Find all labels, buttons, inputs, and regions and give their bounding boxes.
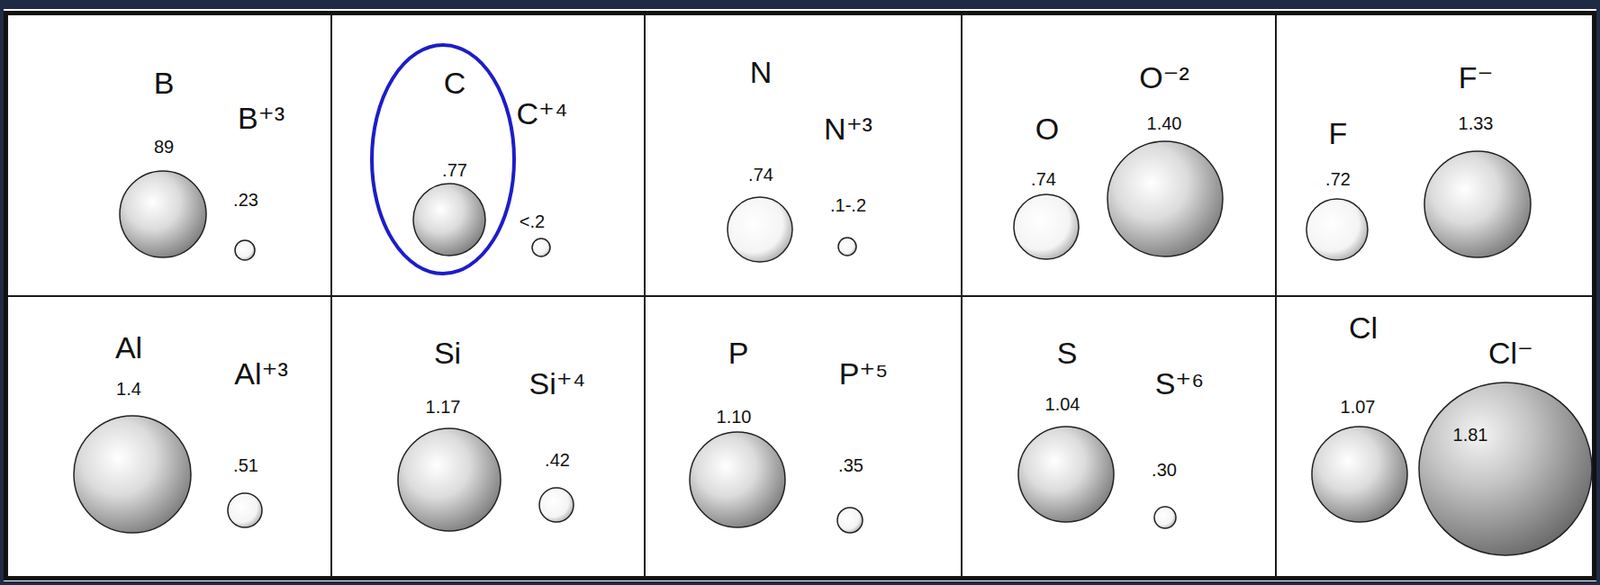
element-cell: N .74 N⁺³ .1-.2	[644, 14, 962, 297]
ionic-radius: .35	[838, 456, 864, 475]
ionic-radius: .30	[1151, 461, 1177, 480]
ion-sphere	[1419, 382, 1592, 556]
ionic-radius: .42	[544, 451, 570, 470]
element-symbol: S	[1057, 337, 1078, 369]
ion-sphere	[235, 240, 255, 261]
atomic-radius: 1.4	[116, 379, 142, 398]
ion-symbol: F⁻	[1458, 62, 1494, 93]
atomic-radius: 1.10	[716, 407, 752, 426]
ion-symbol: C⁺⁴	[515, 98, 568, 129]
element-cell: C⁺⁴ <.2 C .77	[331, 14, 645, 297]
element-symbol: F	[1328, 117, 1348, 149]
element-symbol: P	[728, 337, 750, 369]
atom-sphere	[73, 415, 191, 534]
paper-ground	[3, 9, 1597, 582]
atom-sphere	[689, 432, 786, 528]
ion-symbol: O⁻²	[1138, 62, 1190, 93]
ion-sphere	[539, 488, 574, 523]
atomic-radius: 1.17	[425, 397, 462, 416]
atomic-radius: .74	[1030, 170, 1057, 189]
element-cell: Cl 1.07 Cl⁻ 1.81	[1275, 296, 1593, 578]
ionic-radius: .23	[233, 190, 259, 209]
ion-symbol: Si⁺⁴	[529, 368, 587, 399]
ion-symbol: S⁺⁶	[1155, 368, 1205, 399]
atom-sphere	[1018, 426, 1114, 523]
ion-symbol: B⁺³	[237, 102, 285, 134]
highlight-ellipse: C .77	[369, 42, 517, 277]
ion-symbol: N⁺³	[823, 113, 873, 145]
ion-sphere	[1107, 141, 1223, 257]
element-cell: B 89 B⁺³ .23	[7, 14, 332, 297]
atomic-radius: .77	[442, 161, 468, 180]
element-symbol: C	[443, 67, 467, 99]
ionic-radius: .51	[233, 456, 259, 475]
element-cell: F .72 F⁻ 1.33	[1275, 14, 1593, 297]
element-symbol: O	[1035, 113, 1059, 145]
atom-sphere	[727, 197, 793, 263]
ellipse-outline	[371, 45, 515, 274]
element-symbol: N	[750, 56, 773, 88]
ionic-radius: 1.81	[1453, 425, 1489, 444]
ion-sphere	[1154, 506, 1176, 529]
ion-symbol: P⁺⁵	[839, 358, 889, 389]
element-cell: Al 1.4 Al⁺³ .51	[7, 296, 332, 578]
atom-sphere	[119, 171, 207, 258]
ion-sphere	[1424, 151, 1531, 258]
ion-sphere	[838, 237, 857, 256]
element-symbol: Al	[115, 332, 143, 363]
atomic-radius: .72	[1325, 170, 1351, 189]
ion-sphere	[837, 507, 863, 534]
element-cell: P 1.10 P⁺⁵ .35	[644, 296, 962, 578]
atomic-radius: 1.04	[1045, 395, 1081, 414]
atom-sphere	[413, 183, 486, 256]
outer-frame	[5, 12, 1595, 579]
ion-sphere	[532, 238, 551, 257]
ionic-radius: 1.33	[1458, 114, 1494, 133]
ionic-radius: 1.40	[1147, 114, 1183, 133]
ionic-radius: .1-.2	[830, 196, 867, 215]
ion-symbol: Al⁺³	[234, 358, 289, 389]
ionic-radius: <.2	[519, 212, 545, 231]
element-symbol: Cl	[1348, 312, 1378, 344]
element-cell: O .74 O⁻² 1.40	[961, 14, 1276, 297]
ion-sphere	[227, 493, 263, 528]
atom-sphere	[1013, 194, 1079, 260]
ion-symbol: Cl⁻	[1488, 337, 1534, 369]
element-cell: Si 1.17 Si⁺⁴ .42	[331, 296, 645, 578]
atomic-radius: 1.07	[1340, 397, 1376, 416]
element-symbol: Si	[433, 337, 462, 369]
element-symbol: B	[153, 67, 175, 99]
element-cell: S 1.04 S⁺⁶ .30	[961, 296, 1276, 578]
atom-sphere	[1306, 198, 1368, 261]
atomic-radius: 89	[153, 137, 174, 156]
atom-sphere	[397, 428, 501, 532]
atomic-radius: .74	[748, 165, 774, 184]
ellipse-outline	[369, 42, 517, 277]
atom-sphere	[1311, 426, 1408, 523]
